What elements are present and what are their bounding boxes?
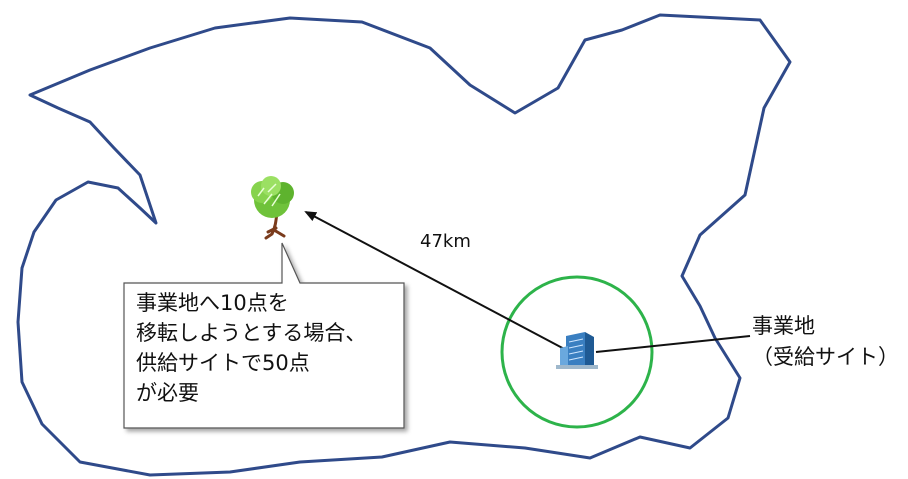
callout-line: 移転しようとする場合、: [136, 321, 367, 345]
site-label-line: 事業地: [752, 314, 815, 338]
site-label-leader: [595, 335, 751, 353]
tree-icon: [251, 176, 294, 240]
callout-line: が必要: [136, 381, 199, 405]
site-label-line: （受給サイト）: [752, 345, 899, 369]
callout-text: 事業地へ10点を 移転しようとする場合、 供給サイトで50点 が必要: [136, 288, 406, 408]
callout-line: 事業地へ10点を: [136, 291, 289, 315]
site-label: 事業地 （受給サイト）: [752, 311, 899, 373]
range-circle: [500, 275, 654, 429]
region-outline: [16, 13, 792, 477]
distance-label: 47km: [420, 231, 471, 252]
distance-arrow: [304, 211, 571, 353]
office-building-icon: [556, 332, 598, 369]
callout-line: 供給サイトで50点: [136, 351, 310, 375]
callout-box: [123, 242, 405, 429]
